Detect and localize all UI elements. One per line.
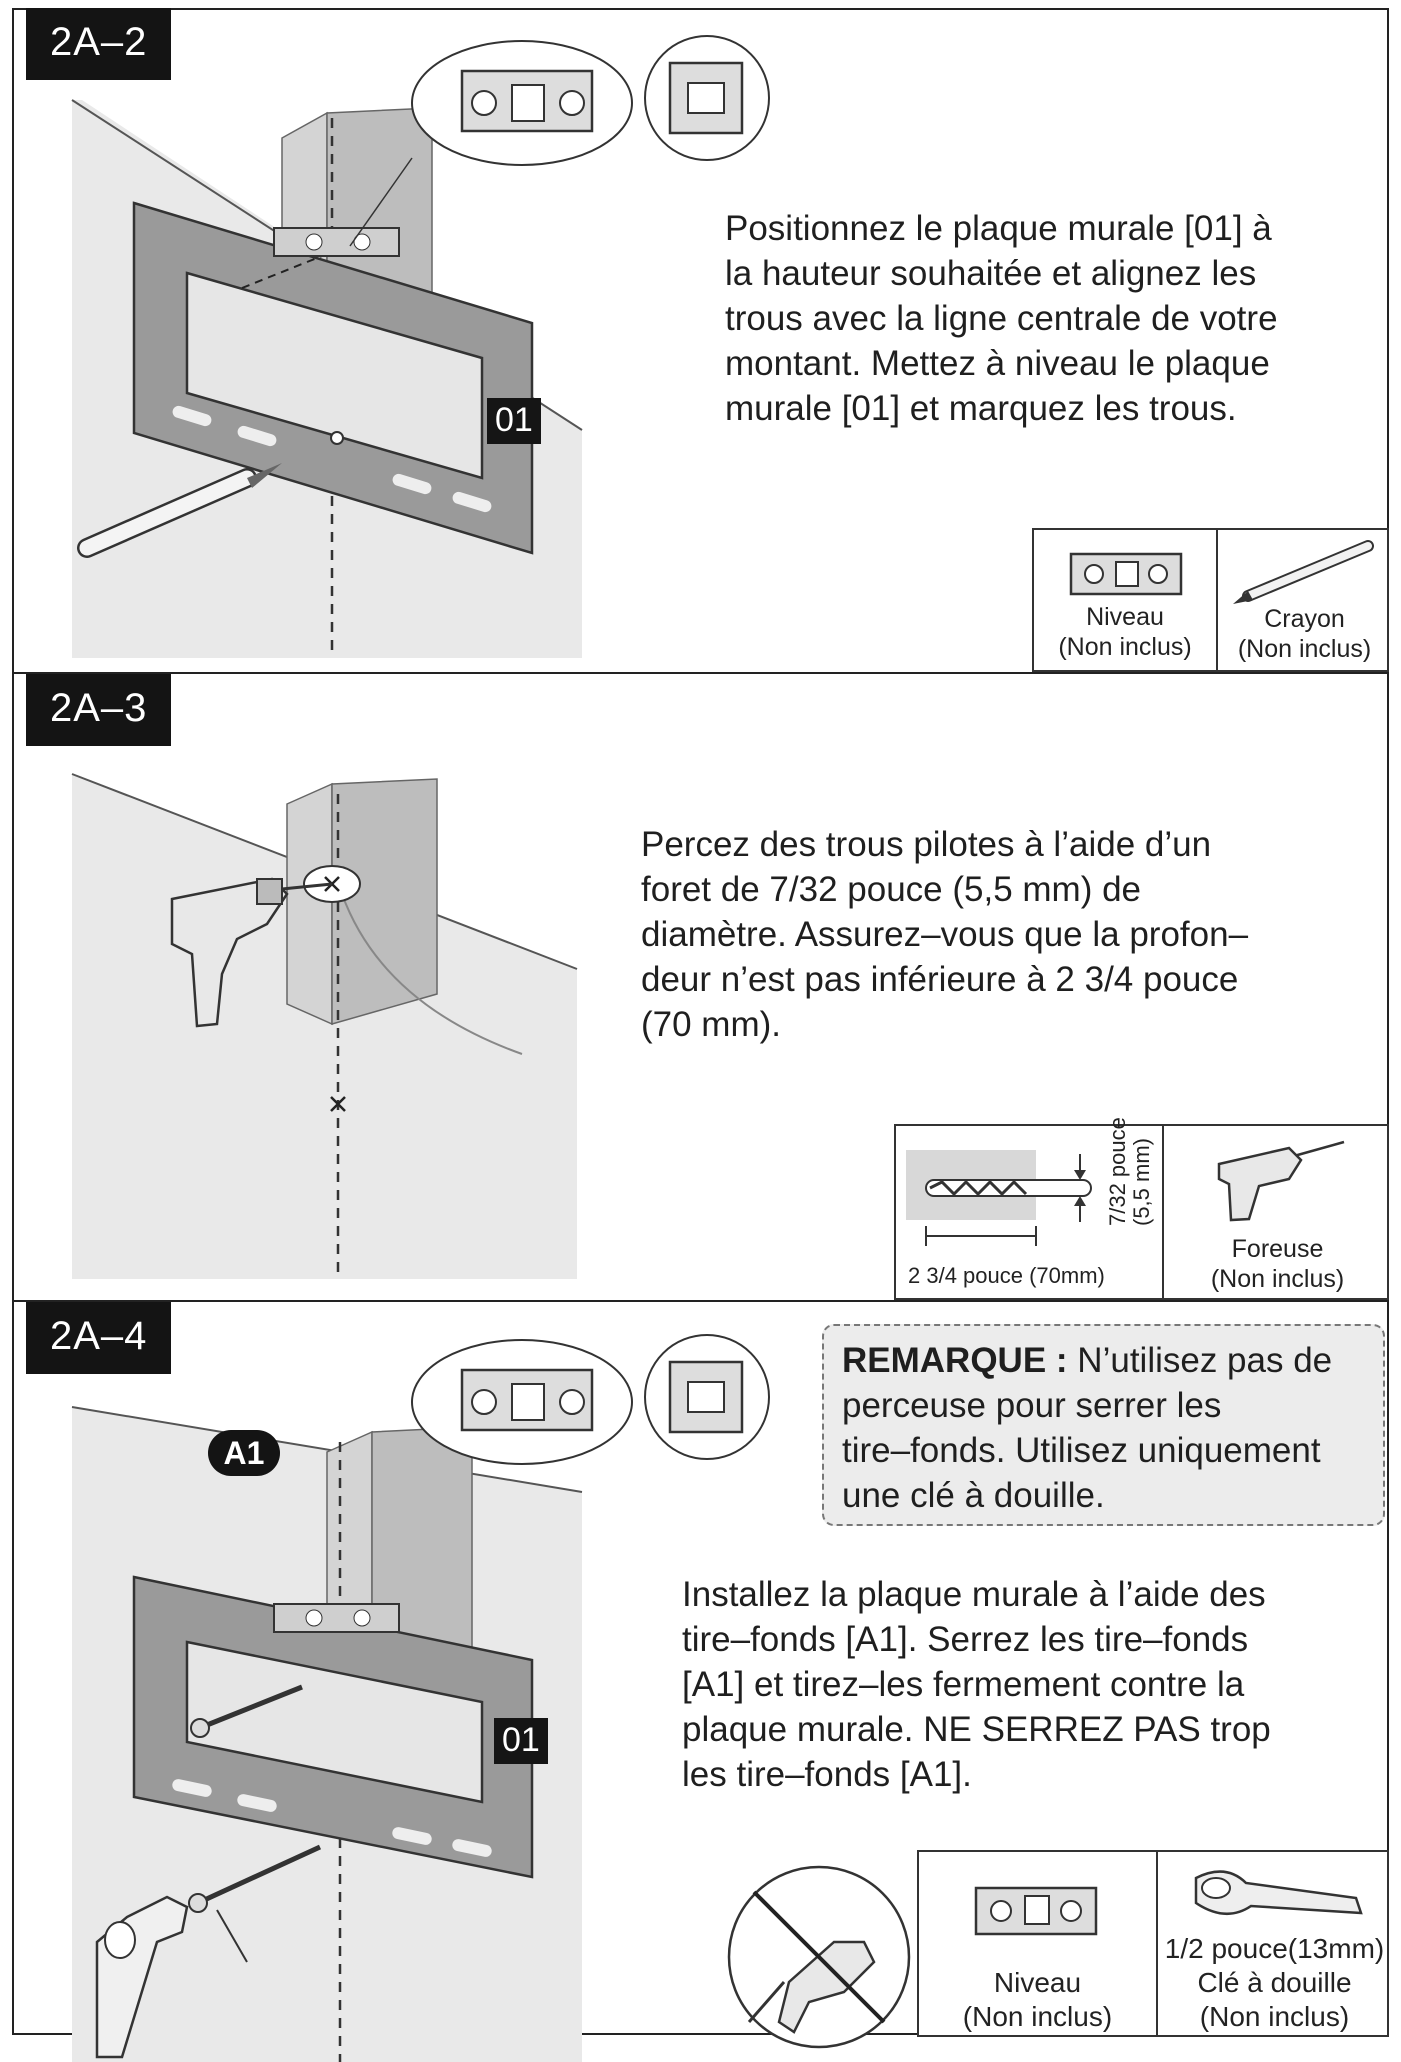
level-zoom-bubble <box>411 1334 770 1465</box>
drilling-illustration <box>71 773 578 1279</box>
screw-label-a1: A1 <box>208 1430 280 1476</box>
tool-level: Niveau (Non inclus) <box>919 1852 1156 2035</box>
tool-socket-wrench: 1/2 pouce(13mm) Clé à douille (Non inclu… <box>1156 1852 1391 2035</box>
level-icon <box>974 1886 1098 1936</box>
step-tag: 2A–3 <box>26 674 172 746</box>
remark-note: REMARQUE : N’utilisez pas de perceuse po… <box>822 1324 1385 1526</box>
tool-level: Niveau (Non inclus) <box>1034 530 1216 670</box>
step-2a-2: 2A–2 01 Positionnez le plaque <box>12 8 1389 672</box>
page-frame <box>12 8 1389 2035</box>
tools-required: 2 3/4 pouce (70mm) 7/32 pouce (5,5 mm) F… <box>894 1117 1391 1300</box>
no-drill-icon <box>727 1865 911 2049</box>
drill-bit-icon <box>906 1150 1092 1246</box>
drill-depth-label: 2 3/4 pouce (70mm) <box>908 1263 1105 1288</box>
step-2a-3: 2A–3 Percez des trous pilotes à l’aide d… <box>12 674 1389 1300</box>
part-label-01: 01 <box>494 1718 548 1764</box>
part-label-01: 01 <box>487 398 541 444</box>
wall-plate-illustration <box>71 99 583 658</box>
drill-diameter-label: 7/32 pouce (5,5 mm) <box>1105 1117 1154 1226</box>
tools-required: Niveau (Non inclus) Crayon (Non inclus) <box>1032 528 1389 672</box>
tools-required: Niveau (Non inclus) 1/2 pouce(13mm) Clé … <box>917 1850 1389 2037</box>
instruction-text: Percez des trous pilotes à l’aide d’un f… <box>641 825 1249 1044</box>
socket-wrench-icon <box>1194 1870 1363 1915</box>
step-tag: 2A–4 <box>26 1302 172 1374</box>
drill-bit-spec: 2 3/4 pouce (70mm) 7/32 pouce (5,5 mm) <box>896 1117 1162 1298</box>
remark-heading: REMARQUE : <box>842 1341 1068 1380</box>
level-icon <box>1069 552 1183 596</box>
section-divider <box>12 1300 1389 1302</box>
install-illustration <box>71 1406 583 2062</box>
instruction-text: Installez la plaque murale à l’aide des … <box>682 1575 1271 1794</box>
pencil-icon <box>1233 540 1374 604</box>
tool-pencil: Crayon (Non inclus) <box>1216 530 1391 670</box>
instruction-text: Positionnez le plaque murale [01] à la h… <box>725 209 1278 428</box>
tool-drill: Foreuse (Non inclus) <box>1162 1126 1391 1298</box>
step-2a-4: 2A–4 A1 01 REMA <box>12 1302 1389 2062</box>
drill-icon <box>1217 1140 1345 1222</box>
level-zoom-bubble <box>411 35 770 166</box>
step-tag: 2A–2 <box>26 8 172 80</box>
section-divider <box>12 672 1389 674</box>
